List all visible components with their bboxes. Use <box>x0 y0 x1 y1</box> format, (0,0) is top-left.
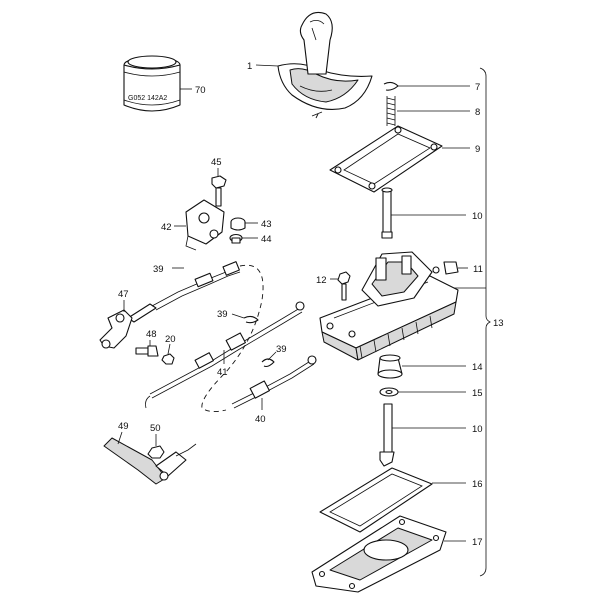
label-17: 17 <box>472 537 483 548</box>
cable-assembly-upper <box>127 261 264 413</box>
gasket-plate-part-9 <box>329 125 443 193</box>
nut-part-20 <box>161 353 175 365</box>
sealant-tin-part: G052 142A2 <box>123 55 181 112</box>
pin-part-48 <box>135 345 159 357</box>
shift-rod-part-10-lower <box>379 403 395 467</box>
washer-part-15 <box>379 387 399 397</box>
label-40: 40 <box>255 414 266 425</box>
label-10-lower: 10 <box>472 424 483 435</box>
cable-part-41 <box>145 301 305 409</box>
label-42: 42 <box>161 222 172 233</box>
gasket-part-16 <box>319 467 433 533</box>
label-39-middle: 39 <box>217 309 228 320</box>
label-41: 41 <box>217 367 228 378</box>
label-49: 49 <box>118 421 129 432</box>
label-45: 45 <box>211 157 222 168</box>
label-9: 9 <box>475 144 480 155</box>
label-50: 50 <box>150 423 161 434</box>
bolt-part-12 <box>337 271 351 301</box>
clip-part-39-middle <box>243 315 259 324</box>
gear-knob-boot-part <box>277 11 373 110</box>
bushing-part-43 <box>230 217 246 231</box>
nut-part-50 <box>147 445 165 459</box>
base-plate-part-17 <box>311 515 447 593</box>
label-16: 16 <box>472 479 483 490</box>
label-39-lower: 39 <box>276 344 287 355</box>
label-12: 12 <box>316 275 327 286</box>
bushing-part-14 <box>377 354 403 379</box>
spring-part-8 <box>386 96 396 126</box>
label-47: 47 <box>118 289 129 300</box>
label-7: 7 <box>475 82 480 93</box>
label-15: 15 <box>472 388 483 399</box>
label-11: 11 <box>473 264 483 275</box>
nut-part-44 <box>229 233 243 244</box>
sealant-tin-text: G052 142A2 <box>128 95 167 102</box>
clip-part-7 <box>383 81 399 91</box>
selector-lever-part-47 <box>99 309 133 349</box>
clip-part-11 <box>443 261 459 275</box>
label-8: 8 <box>475 107 480 118</box>
clip-part-39-lower <box>261 358 275 368</box>
lever-part-49 <box>103 437 197 485</box>
cable-part-40 <box>231 355 317 409</box>
label-10-upper: 10 <box>472 211 483 222</box>
label-20: 20 <box>165 334 176 345</box>
label-13: 13 <box>493 318 504 329</box>
label-48: 48 <box>146 329 157 340</box>
label-14: 14 <box>472 362 483 373</box>
label-70: 70 <box>195 85 206 96</box>
label-1: 1 <box>247 61 252 72</box>
label-44: 44 <box>261 234 272 245</box>
shift-rod-part-10-upper <box>381 187 393 239</box>
bracket-part-42 <box>185 199 225 251</box>
label-43: 43 <box>261 219 272 230</box>
shifter-housing <box>319 251 459 361</box>
label-39-upper: 39 <box>153 264 164 275</box>
bolt-part-45 <box>211 175 227 207</box>
